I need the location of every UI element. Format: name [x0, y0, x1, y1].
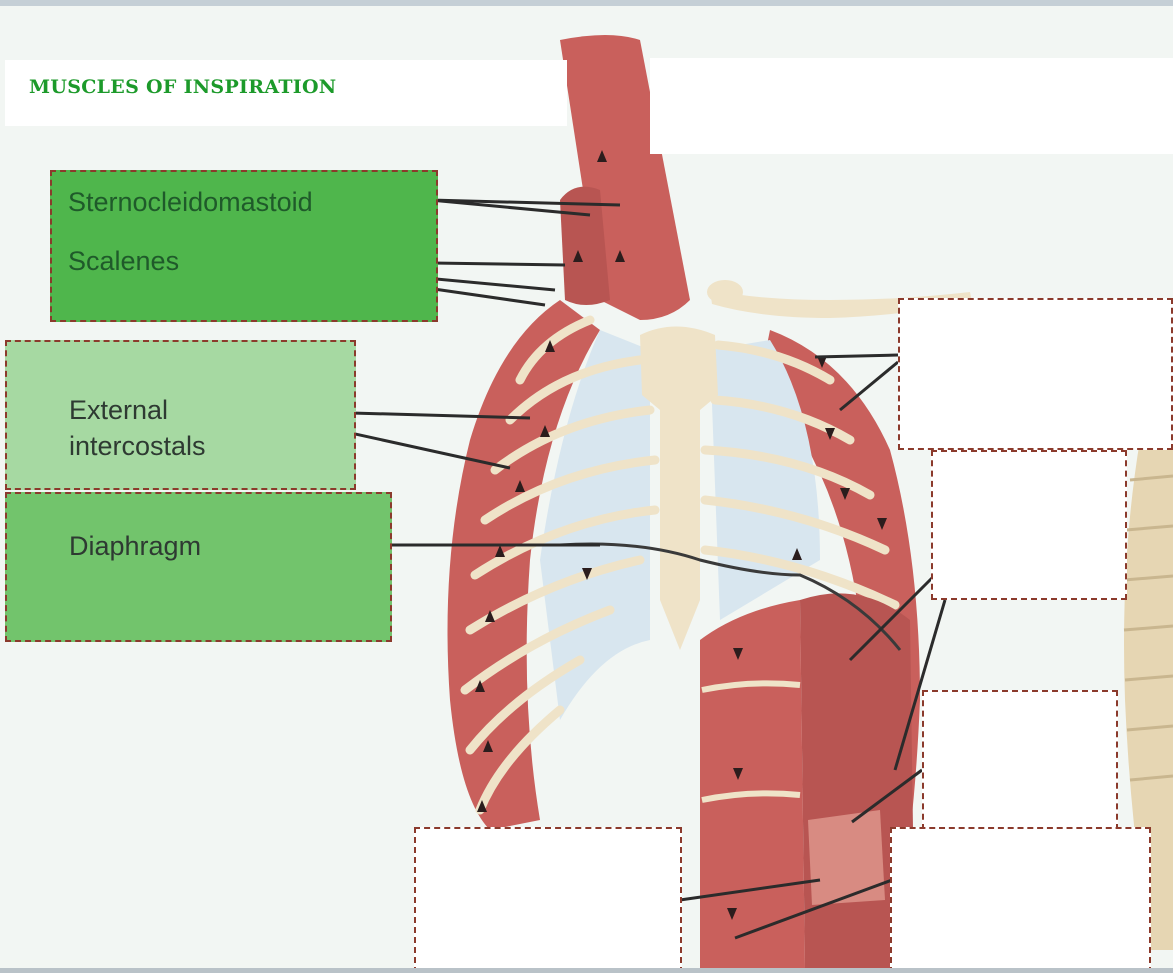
label-box-diaphragm: Diaphragm: [5, 492, 392, 642]
label-diaphragm: Diaphragm: [69, 530, 201, 563]
internal-oblique-patch: [808, 810, 885, 905]
page-title: MUSCLES OF INSPIRATION: [29, 76, 336, 98]
clavicle-head: [707, 280, 743, 304]
blank-label-lower-right[interactable]: [922, 690, 1118, 830]
blank-label-bottom-right[interactable]: [890, 827, 1151, 973]
label-external: External: [69, 394, 168, 427]
label-box-external-intercostals: External intercostals: [5, 340, 356, 490]
label-intercostals: intercostals: [69, 430, 206, 463]
label-box-neck-muscles: Sternocleidomastoid Scalenes: [50, 170, 438, 322]
sternum: [640, 327, 718, 651]
rectus-abdominis: [700, 600, 805, 968]
blank-label-bottom-center[interactable]: [414, 827, 682, 973]
blank-label-upper-right[interactable]: [898, 298, 1173, 450]
label-sternocleidomastoid: Sternocleidomastoid: [68, 186, 313, 219]
label-scalenes: Scalenes: [68, 245, 179, 278]
top-right-cover: [650, 58, 1173, 154]
blank-label-mid-right[interactable]: [931, 450, 1127, 600]
title-panel: MUSCLES OF INSPIRATION: [5, 60, 567, 126]
window-bottom-border: [0, 968, 1173, 973]
